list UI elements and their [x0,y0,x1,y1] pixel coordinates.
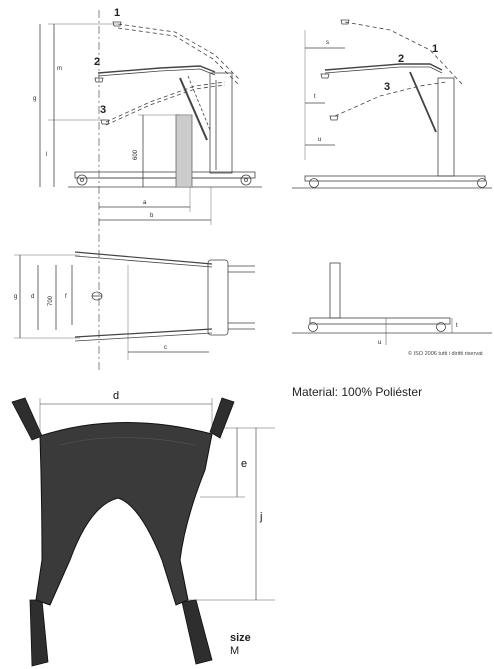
top-dim-f-label: f [65,294,67,300]
top-dim-g-label: g [14,294,17,300]
dim-a-label: a [143,200,147,206]
sling-dim-d-label: d [113,390,119,402]
sling-strap-top-left [11,397,43,441]
small-position-1-label: 1 [432,43,438,55]
small-position-3-label: 3 [384,81,390,93]
dim-b-label: b [150,213,154,219]
sling-dim-j-label: j [259,511,262,523]
sling-body [35,422,213,606]
position-3-label: 3 [100,104,106,116]
sling-dimensions [39,398,275,601]
small-position-2-label: 2 [398,53,404,65]
position-2-label: 2 [94,56,100,68]
size-label: size [230,632,251,644]
small-dim-s-label: s [326,40,329,46]
front-view [292,262,492,345]
size-value: M [230,645,240,657]
dim-g-label: g [33,96,36,102]
sling-strap-bottom-left [29,599,49,667]
dim-m-label: m [57,66,62,72]
copyright-notice: © ISO 2006 tutti i diritti riservat [408,351,483,357]
top-view [14,251,255,360]
front-dim-u-label: u [378,340,381,346]
sling-illustration [11,397,235,667]
size-block: size M [230,632,251,658]
sling-strap-bottom-right [181,599,213,665]
dim-l-label: l [46,152,47,158]
sling-dim-e-label: e [241,458,247,470]
top-dim-d-label: d [31,294,34,300]
material-label: Material: 100% Poliéster [292,385,423,399]
dim-600-label: 600 [133,149,139,160]
side-view-main [39,10,262,370]
small-dim-t-label: t [314,94,316,100]
top-dim-700-label: 700 [48,295,54,306]
top-dim-c-label: c [164,345,167,351]
side-view-small [292,19,492,189]
small-dim-u-label: u [318,137,321,143]
position-1-label: 1 [114,7,120,19]
front-dim-t-label: t [456,323,458,329]
sling-strap-top-right [209,397,235,439]
